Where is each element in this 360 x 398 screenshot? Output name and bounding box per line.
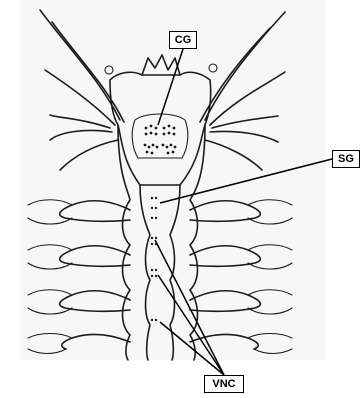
sg-label: SG xyxy=(332,150,360,168)
vnc-label: VNC xyxy=(204,375,244,393)
drawing-background xyxy=(20,0,325,360)
cg-label: CG xyxy=(169,31,197,49)
